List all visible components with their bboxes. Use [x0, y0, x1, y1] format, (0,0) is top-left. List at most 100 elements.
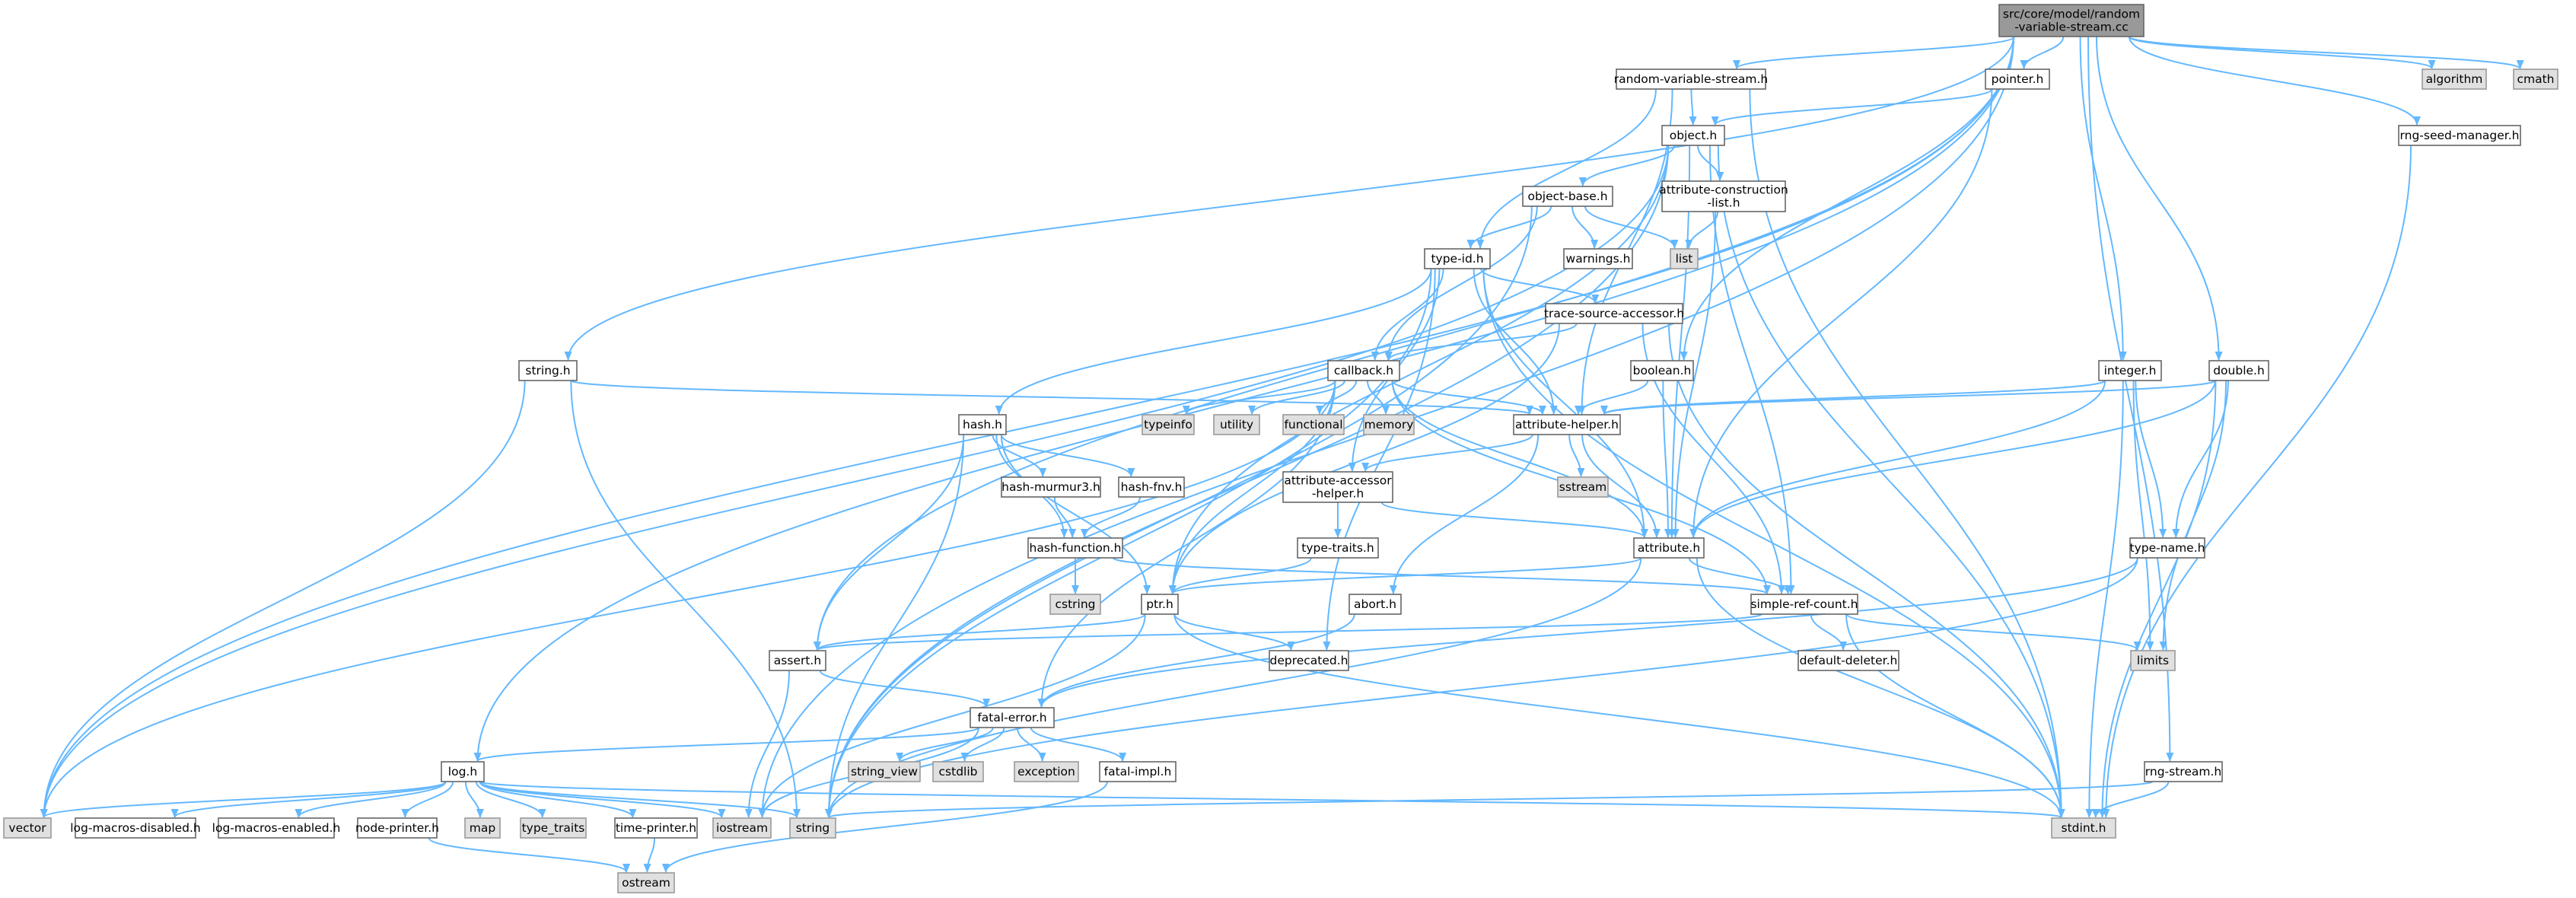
edge-log-h-to-stdint-h: [479, 781, 2065, 818]
node-string: string: [789, 817, 836, 839]
node-trace-source-accessor-h[interactable]: trace-source-accessor.h: [1544, 303, 1684, 324]
node-rng-seed-manager-h[interactable]: rng-seed-manager.h: [2398, 125, 2521, 146]
node-object-base-h[interactable]: object-base.h: [1522, 186, 1613, 207]
node-type_traits: type_traits: [520, 817, 587, 839]
node-attribute-construction-list-h[interactable]: attribute-construction-list.h: [1659, 180, 1788, 212]
node-box: [1563, 248, 1633, 269]
node-log-macros-disabled-h[interactable]: log-macros-disabled.h: [70, 817, 201, 839]
edge-root-to-string-h: [564, 36, 2014, 361]
node-label: callback.h: [1334, 364, 1393, 377]
node-time-printer-h[interactable]: time-printer.h: [614, 817, 698, 839]
node-box: [1282, 471, 1393, 503]
node-utility: utility: [1213, 414, 1260, 435]
node-root[interactable]: src/core/model/random-variable-stream.cc: [1998, 4, 2145, 37]
node-label: fatal-impl.h: [1104, 765, 1172, 779]
edge-attribute-construction-list-h-to-list: [1685, 211, 1719, 249]
node-label: cstring: [1055, 597, 1095, 611]
node-pointer-h[interactable]: pointer.h: [1985, 68, 2050, 90]
edge-rng-stream-h-to-string: [825, 781, 2154, 818]
edge-callback-h-to-utility: [1248, 380, 1345, 415]
edge-root-to-double-h: [2096, 36, 2223, 361]
node-hash-function-h[interactable]: hash-function.h: [1027, 537, 1123, 559]
edge-object-h-to-attribute-construction-list-h: [1697, 145, 1724, 181]
node-ptr-h[interactable]: ptr.h: [1141, 594, 1179, 615]
edge-integer-h-to-attribute-h: [1689, 380, 2106, 538]
edge-ptr-h-to-assert-h: [814, 613, 1146, 651]
node-boolean-h[interactable]: boolean.h: [1630, 360, 1694, 381]
node-label: type-name.h: [2130, 541, 2205, 555]
node-attribute-helper-h[interactable]: attribute-helper.h: [1513, 414, 1621, 435]
node-box: [1049, 594, 1101, 615]
node-box: [1363, 414, 1415, 435]
node-label: hash-function.h: [1030, 541, 1122, 555]
node-type-id-h[interactable]: type-id.h: [1424, 248, 1491, 269]
node-warnings-h[interactable]: warnings.h: [1563, 248, 1633, 269]
node-callback-h[interactable]: callback.h: [1327, 360, 1400, 381]
edge-root-to-integer-h: [2079, 36, 2127, 361]
node-string-h[interactable]: string.h: [518, 360, 578, 381]
node-cstdlib: cstdlib: [932, 761, 984, 782]
node-label: attribute-accessor: [1284, 474, 1392, 488]
edge-log-h-to-log-macros-enabled-h: [295, 781, 447, 818]
node-label: stdint.h: [2062, 821, 2106, 835]
edge-root-to-vector: [40, 36, 2014, 818]
node-label: functional: [1284, 418, 1342, 431]
edge-log-h-to-string: [479, 781, 801, 818]
node-node-printer-h[interactable]: node-printer.h: [355, 817, 439, 839]
edge-fatal-error-h-to-cstdlib: [960, 727, 1005, 762]
node-label: log-macros-disabled.h: [70, 821, 201, 835]
edge-log-h-to-vector: [40, 781, 447, 818]
edge-integer-h-to-stdint-h: [2085, 380, 2124, 818]
node-object-h[interactable]: object.h: [1661, 125, 1725, 146]
node-fatal-impl-h[interactable]: fatal-impl.h: [1099, 761, 1177, 782]
node-default-deleter-h[interactable]: default-deleter.h: [1797, 650, 1899, 671]
node-stdint-h: stdint.h: [2051, 817, 2116, 839]
node-box: [1545, 303, 1683, 324]
node-label: typeinfo: [1144, 418, 1192, 431]
node-fatal-error-h[interactable]: fatal-error.h: [970, 707, 1055, 728]
edge-root-to-pointer-h: [2020, 36, 2065, 69]
edge-hash-murmur3-h-to-hash-function-h: [1053, 496, 1077, 538]
node-box: [1297, 537, 1379, 559]
node-simple-ref-count-h[interactable]: simple-ref-count.h: [1750, 594, 1858, 615]
node-log-h[interactable]: log.h: [441, 761, 485, 782]
node-box: [1141, 594, 1179, 615]
node-hash-murmur3-h[interactable]: hash-murmur3.h: [1001, 476, 1101, 498]
node-box: [1670, 248, 1699, 269]
node-integer-h[interactable]: integer.h: [2098, 360, 2162, 381]
node-box: [1282, 414, 1345, 435]
node-box: [1424, 248, 1491, 269]
edge-root-to-algorithm: [2128, 36, 2436, 69]
node-attribute-h[interactable]: attribute.h: [1633, 537, 1705, 559]
edge-object-base-h-to-type-id-h: [1466, 205, 1552, 249]
node-label: attribute-construction: [1659, 183, 1788, 197]
edge-object-h-to-vector: [40, 145, 1670, 818]
node-label: ostream: [622, 876, 670, 890]
node-hash-fnv-h[interactable]: hash-fnv.h: [1118, 476, 1185, 498]
node-deprecated-h[interactable]: deprecated.h: [1269, 650, 1349, 671]
node-random-variable-stream-h[interactable]: random-variable-stream.h: [1614, 68, 1768, 90]
node-box: [464, 817, 501, 839]
node-log-macros-enabled-h[interactable]: log-macros-enabled.h: [212, 817, 341, 839]
node-label: -helper.h: [1312, 487, 1364, 501]
edge-double-h-to-attribute-h: [1689, 380, 2216, 538]
node-double-h[interactable]: double.h: [2208, 360, 2269, 381]
edge-node-printer-h-to-ostream: [428, 837, 630, 873]
node-assert-h[interactable]: assert.h: [769, 650, 826, 671]
edge-attribute-h-to-simple-ref-count-h: [1688, 557, 1792, 594]
node-hash-h[interactable]: hash.h: [958, 414, 1007, 435]
node-label: -list.h: [1707, 196, 1740, 210]
edge-boolean-h-to-attribute-helper-h: [1575, 380, 1649, 415]
node-label: attribute-helper.h: [1515, 418, 1619, 431]
edge-boolean-h-to-attribute-h: [1662, 380, 1672, 538]
edge-time-printer-h-to-ostream: [643, 837, 656, 873]
node-box: [1348, 594, 1402, 615]
node-attribute-accessor-helper-h[interactable]: attribute-accessor-helper.h: [1282, 471, 1393, 503]
node-type-name-h[interactable]: type-name.h: [2129, 537, 2205, 559]
node-abort-h[interactable]: abort.h: [1348, 594, 1402, 615]
node-type-traits-h[interactable]: type-traits.h: [1297, 537, 1379, 559]
node-label: type_traits: [522, 821, 585, 836]
edge-type-name-h-to-fatal-error-h: [1037, 557, 2138, 708]
edge-hash-h-to-hash-fnv-h: [1000, 434, 1135, 477]
node-rng-stream-h[interactable]: rng-stream.h: [2144, 761, 2223, 782]
